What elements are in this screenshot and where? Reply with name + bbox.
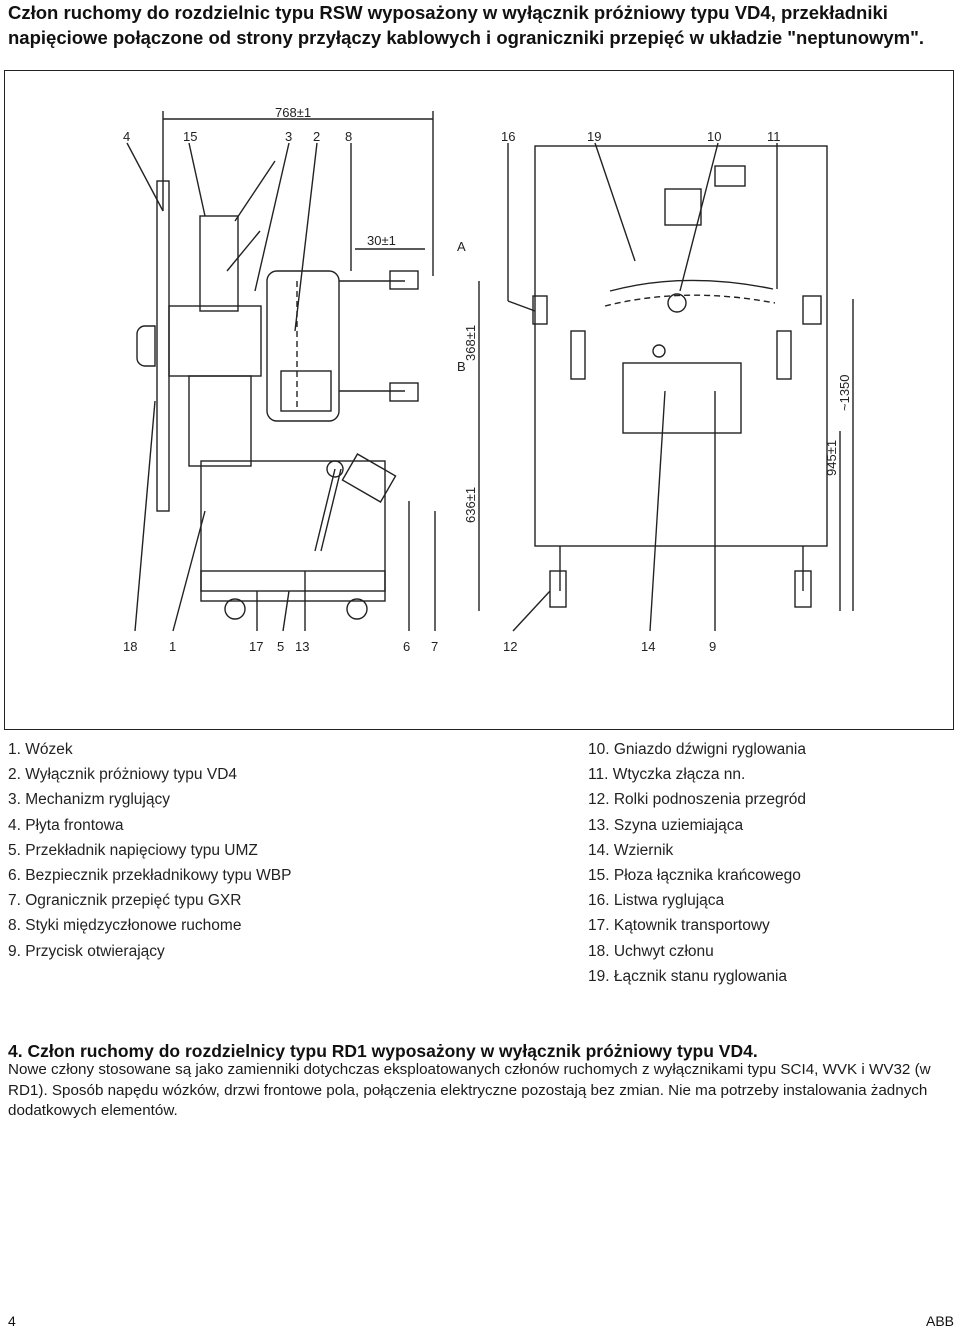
legend-item: 9. Przycisk otwierający bbox=[8, 942, 165, 960]
dim-945-label: 945±1 bbox=[824, 440, 839, 476]
callout-14: 14 bbox=[641, 639, 655, 654]
legend-item: 16. Listwa ryglująca bbox=[588, 892, 725, 910]
callout-18: 18 bbox=[123, 639, 137, 654]
legend-item: 3. Mechanizm ryglujący bbox=[8, 791, 170, 809]
legend-item: 13. Szyna uziemiająca bbox=[588, 816, 744, 834]
callout-8: 8 bbox=[345, 129, 352, 144]
legend-item: 5. Przekładnik napięciowy typu UMZ bbox=[8, 841, 258, 859]
callout-11: 11 bbox=[767, 129, 781, 144]
legend-list-right: 10. Gniazdo dźwigni ryglowania 11. Wtycz… bbox=[588, 737, 806, 989]
section-title: 4. Człon ruchomy do rozdzielnicy typu RD… bbox=[8, 1041, 758, 1061]
legend-item: 4. Płyta frontowa bbox=[8, 816, 124, 834]
legend-item: 15. Płoza łącznika krańcowego bbox=[588, 867, 801, 885]
dim-ab-label: 368±1 bbox=[463, 325, 478, 361]
legend-item: 7. Ogranicznik przepięć typu GXR bbox=[8, 892, 242, 910]
legend-item: 18. Uchwyt członu bbox=[588, 942, 714, 960]
dim-width-label: 768±1 bbox=[275, 105, 311, 120]
callout-6: 6 bbox=[403, 639, 410, 654]
callout-3: 3 bbox=[285, 129, 292, 144]
callout-1: 1 bbox=[169, 639, 176, 654]
technical-drawing: 768±1 A B 30±1 bbox=[123, 105, 854, 654]
page-number: 4 bbox=[8, 1313, 16, 1329]
dim-1350-label: ~1350 bbox=[837, 374, 852, 411]
legend-item: 10. Gniazdo dźwigni ryglowania bbox=[588, 741, 806, 758]
label-a: A bbox=[457, 239, 466, 254]
legend-item: 6. Bezpiecznik przekładnikowy typu WBP bbox=[8, 867, 292, 885]
dim-636-label: 636±1 bbox=[463, 487, 478, 523]
callout-12: 12 bbox=[503, 639, 517, 654]
callout-16: 16 bbox=[501, 129, 515, 144]
side-view: 768±1 A B 30±1 bbox=[126, 105, 480, 632]
callout-4: 4 bbox=[123, 129, 130, 144]
legend-item: 17. Kątownik transportowy bbox=[588, 917, 770, 935]
callout-2: 2 bbox=[313, 129, 320, 144]
callout-13: 13 bbox=[295, 639, 309, 654]
callout-7: 7 bbox=[431, 639, 438, 654]
callout-5: 5 bbox=[277, 639, 284, 654]
technical-drawing-frame: 768±1 A B 30±1 bbox=[4, 70, 954, 730]
callout-19: 19 bbox=[587, 129, 601, 144]
legend-item: 19. Łącznik stanu ryglowania bbox=[588, 967, 788, 985]
legend-item: 2. Wyłącznik próżniowy typu VD4 bbox=[8, 766, 238, 784]
legend-item: 14. Wziernik bbox=[588, 841, 674, 859]
section-body: Nowe człony stosowane są jako zamienniki… bbox=[8, 1061, 931, 1119]
page-heading: Człon ruchomy do rozdzielnic typu RSW wy… bbox=[8, 2, 925, 48]
callout-17: 17 bbox=[249, 639, 263, 654]
legend-list-left: 1. Wózek 2. Wyłącznik próżniowy typu VD4… bbox=[8, 737, 291, 964]
brand-mark: ABB bbox=[925, 1313, 954, 1329]
label-b: B bbox=[457, 359, 466, 374]
legend-item: 12. Rolki podnoszenia przegród bbox=[588, 791, 806, 809]
callout-10: 10 bbox=[707, 129, 721, 144]
front-view: ~1350 945±1 bbox=[507, 142, 854, 632]
legend-item: 8. Styki międzyczłonowe ruchome bbox=[8, 917, 242, 935]
callout-15: 15 bbox=[183, 129, 197, 144]
dim-contact-label: 30±1 bbox=[367, 233, 396, 248]
legend-item: 11. Wtyczka złącza nn. bbox=[588, 766, 746, 784]
legend-item: 1. Wózek bbox=[8, 741, 73, 758]
callout-9: 9 bbox=[709, 639, 716, 654]
